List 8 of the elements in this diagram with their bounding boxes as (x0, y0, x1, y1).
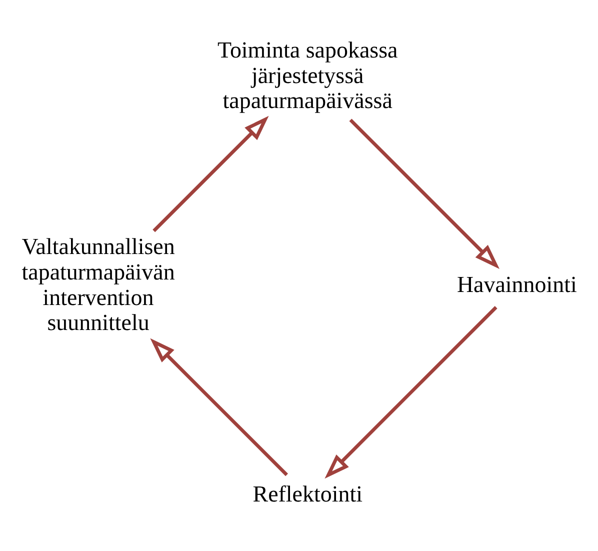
node-text: Havainnointi (456, 272, 577, 298)
node-text: Reflektointi (252, 481, 362, 506)
arrow (324, 306, 498, 479)
arrow (152, 116, 269, 232)
arrow (150, 338, 288, 476)
node-text: Toiminta sapokassa järjestetyssä tapaturmapäivässä (218, 38, 398, 114)
node-text: Valtakunnallisen tapaturmapäivän intervention suunnittelu (22, 234, 175, 336)
arrow (349, 118, 500, 269)
